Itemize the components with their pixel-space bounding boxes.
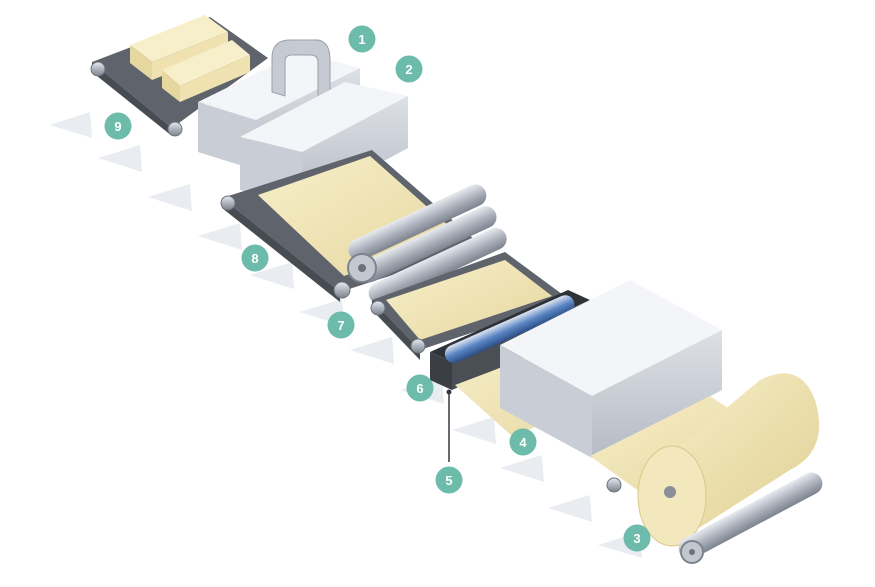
- step-badge-3: 3: [623, 524, 651, 552]
- step-badge-8: 8: [241, 244, 269, 272]
- material-roll-3: [637, 373, 823, 564]
- step-badge-7: 7: [327, 311, 355, 339]
- step-badge-9: 9: [104, 112, 132, 140]
- step-badges: 1 2 3 4 5 6 7 8: [104, 25, 651, 552]
- step-badge-6: 6: [406, 374, 434, 402]
- flow-arrows: [50, 112, 642, 558]
- svg-text:5: 5: [445, 473, 452, 488]
- step-badge-5: 5: [435, 466, 463, 494]
- conveyor-9: [90, 15, 268, 137]
- svg-text:7: 7: [337, 318, 344, 333]
- output-roller: [606, 477, 622, 493]
- step-badge-1: 1: [348, 25, 376, 53]
- svg-text:2: 2: [405, 62, 412, 77]
- leader-dot-5: [446, 389, 452, 395]
- step-badge-2: 2: [395, 55, 423, 83]
- svg-text:9: 9: [114, 119, 121, 134]
- step-badge-4: 4: [509, 428, 537, 456]
- machine-4: [500, 280, 722, 458]
- svg-text:3: 3: [633, 531, 640, 546]
- svg-text:8: 8: [251, 251, 258, 266]
- svg-text:6: 6: [416, 381, 423, 396]
- svg-text:4: 4: [519, 435, 527, 450]
- roller-group-7: [347, 184, 507, 305]
- conveyor-7: [370, 252, 570, 360]
- svg-text:1: 1: [358, 32, 365, 47]
